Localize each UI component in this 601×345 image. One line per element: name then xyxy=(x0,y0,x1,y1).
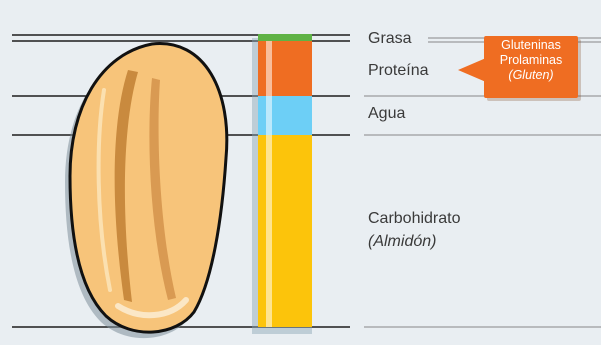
wheat-grain-illustration xyxy=(65,44,227,339)
composition-bar xyxy=(252,34,312,334)
bar-segment-fat xyxy=(258,34,312,41)
label-carbohydrate: Carbohidrato xyxy=(368,210,461,228)
label-protein: Proteína xyxy=(368,62,428,80)
label-water: Agua xyxy=(368,105,405,123)
label-fat: Grasa xyxy=(368,30,412,48)
callout-line-3: (Gluten) xyxy=(484,68,578,83)
callout-line-1: Gluteninas xyxy=(484,38,578,53)
callout-connector xyxy=(458,58,486,82)
callout-line-2: Prolaminas xyxy=(484,53,578,68)
bar-highlight-strip xyxy=(266,41,272,327)
label-carbohydrate-sub: (Almidón) xyxy=(368,233,436,251)
gluten-callout: Gluteninas Prolaminas (Gluten) xyxy=(484,36,578,98)
grain-body xyxy=(70,44,227,333)
